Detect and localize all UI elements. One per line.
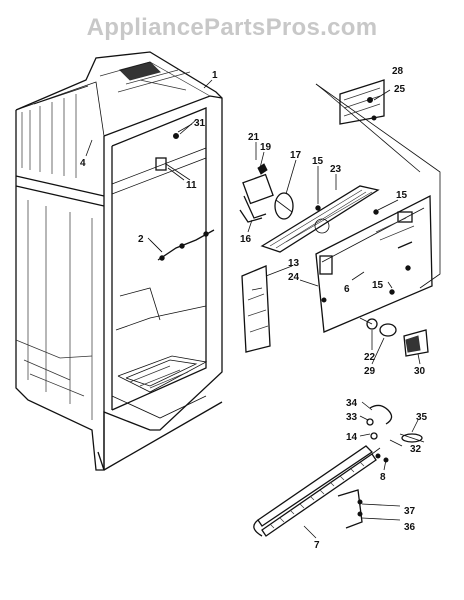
- callout-17: 17: [290, 150, 302, 161]
- callout-labels: 1 2 4 6 7 8 11 13 14 15 15 15 16 17 19 2…: [80, 66, 428, 551]
- part-30-lamp-cover: [403, 329, 429, 357]
- callout-2: 2: [138, 234, 144, 245]
- part-11-31: [155, 123, 193, 181]
- callout-13: 13: [288, 258, 300, 269]
- callout-8: 8: [380, 472, 386, 483]
- callout-11: 11: [186, 180, 197, 191]
- callout-21: 21: [248, 132, 260, 143]
- callout-32: 32: [410, 444, 422, 455]
- callout-33: 33: [346, 412, 358, 423]
- callout-1: 1: [212, 70, 218, 81]
- callout-34: 34: [346, 398, 358, 409]
- callout-37: 37: [404, 506, 416, 517]
- callout-15-b: 15: [396, 190, 408, 201]
- part-13-cover: [241, 265, 271, 353]
- part-24-rear-panel: [315, 194, 433, 333]
- outline-frame: [315, 83, 441, 289]
- callout-6: 6: [344, 284, 350, 295]
- callout-7: 7: [314, 540, 320, 551]
- callout-36: 36: [404, 522, 416, 533]
- part-36-37-bracket: [337, 489, 363, 529]
- callout-15-c: 15: [372, 280, 384, 291]
- fan-motor-assembly: [239, 163, 294, 223]
- callout-23: 23: [330, 164, 342, 175]
- callout-25: 25: [394, 84, 406, 95]
- watermark-text: AppliancePartsPros.com: [86, 14, 378, 41]
- part-23-evaporator: [260, 185, 380, 253]
- leader-lines: [85, 79, 421, 539]
- cabinet-liner: [15, 51, 223, 471]
- callout-15-a: 15: [312, 156, 324, 167]
- part-2-harness: [149, 229, 215, 261]
- callout-16: 16: [240, 234, 252, 245]
- callout-28: 28: [392, 66, 404, 77]
- callout-29: 29: [364, 366, 376, 377]
- callout-31: 31: [194, 118, 206, 129]
- callout-19: 19: [260, 142, 272, 153]
- part-7-defrost-heater: [253, 445, 381, 537]
- callout-22: 22: [364, 352, 376, 363]
- callout-24: 24: [288, 272, 300, 283]
- callout-30: 30: [414, 366, 426, 377]
- part-22-29-socket-bulb: [359, 317, 397, 337]
- callout-4: 4: [80, 158, 86, 169]
- drain-parts: [366, 404, 425, 463]
- callout-35: 35: [416, 412, 428, 423]
- part-15-screws: [315, 205, 395, 295]
- callout-14: 14: [346, 432, 358, 443]
